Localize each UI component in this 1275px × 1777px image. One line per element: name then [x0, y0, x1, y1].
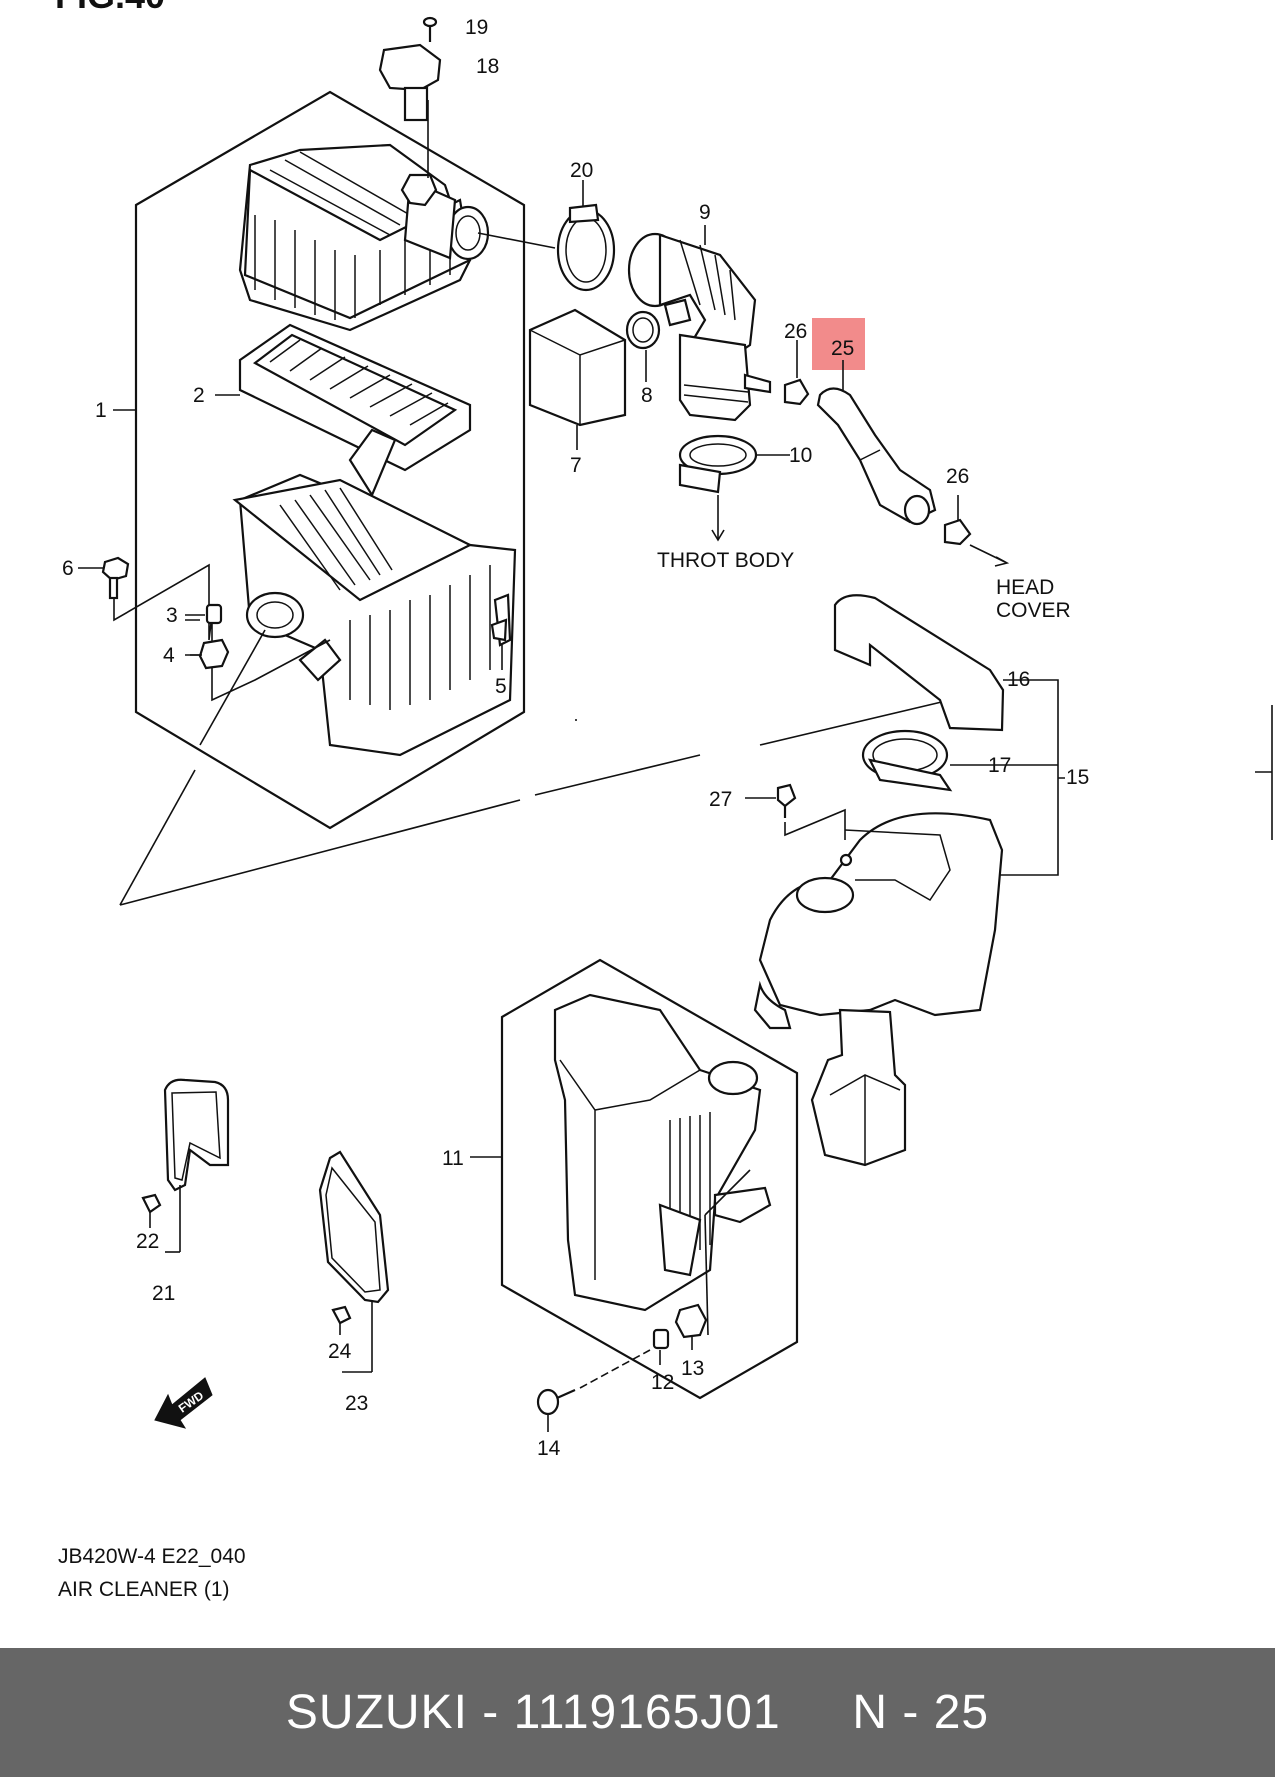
gasket-8: [625, 310, 661, 382]
clamp-20: [477, 180, 616, 292]
exploded-view: FIG.40: [55, 0, 1273, 1601]
callout-8: 8: [641, 384, 653, 407]
clip-26-upper: [783, 340, 810, 406]
callout-24: 24: [328, 1340, 352, 1363]
callout-3: 3: [166, 604, 178, 627]
collar-12: [652, 1328, 670, 1365]
screw-19: [422, 16, 438, 42]
callout-17: 17: [988, 754, 1011, 777]
filter-element-2: [238, 323, 472, 498]
callout-7: 7: [570, 454, 582, 477]
seal-23: [318, 1150, 390, 1373]
hose-25: [816, 387, 937, 526]
callout-4: 4: [163, 644, 175, 667]
pin-24: [331, 1305, 352, 1335]
cover-7: [528, 308, 627, 450]
note-head-cover-line1: HEAD: [996, 576, 1054, 599]
callout-11: 11: [442, 1147, 464, 1170]
part-number: 1119165J01: [513, 1686, 781, 1739]
callout-23: 23: [345, 1392, 368, 1415]
seal-21: [163, 1078, 230, 1253]
air-cleaner-upper-case: [238, 143, 490, 332]
clip-5: [490, 593, 512, 670]
grommet-4: [185, 638, 230, 670]
separator-2: -: [888, 1686, 934, 1739]
callout-2: 2: [193, 384, 205, 407]
assembly-11-frame: [500, 958, 799, 1400]
callout-9: 9: [699, 201, 711, 224]
ref-number: 25: [933, 1686, 990, 1739]
seal-17: [861, 729, 1030, 792]
callout-20: 20: [570, 159, 593, 182]
parts-diagram: FIG.40: [55, 0, 1273, 1601]
callout-26-upper: 26: [784, 320, 807, 343]
highlight-box-25: [812, 318, 865, 370]
note-throt-body: THROT BODY: [657, 549, 794, 572]
callout-16: 16: [1007, 668, 1030, 691]
callout-27: 27: [709, 788, 732, 811]
callout-22: 22: [136, 1230, 159, 1253]
callout-14: 14: [537, 1437, 561, 1460]
grommet-13: [674, 1303, 708, 1350]
fwd-arrow-icon: FWD: [154, 1377, 213, 1429]
callout-13: 13: [681, 1357, 704, 1380]
callout-25: 25: [831, 337, 854, 360]
duct-16: [833, 594, 1030, 732]
figure-caption: AIR CLEANER (1): [58, 1578, 230, 1601]
callout-19: 19: [465, 16, 488, 39]
callout-26-lower: 26: [946, 465, 969, 488]
callout-10: 10: [789, 444, 812, 467]
callout-18: 18: [476, 55, 499, 78]
pin-22: [141, 1193, 162, 1228]
lower-case-11: [553, 993, 772, 1336]
callout-15: 15: [1066, 766, 1089, 789]
clamp-10: [678, 434, 790, 542]
callout-12: 12: [651, 1371, 674, 1394]
callout-5: 5: [495, 675, 507, 698]
intake-hose-9: [627, 225, 772, 422]
callout-6: 6: [62, 557, 74, 580]
brand-name: SUZUKI: [285, 1686, 468, 1739]
callout-1: 1: [95, 399, 107, 422]
collar-3: [185, 603, 223, 625]
part-number-banner: SUZUKI - 1119165J01 N - 25: [0, 1648, 1275, 1777]
resonator-duct: [753, 812, 1004, 1167]
screw-27: [745, 783, 846, 840]
bolt-14: [536, 1349, 651, 1432]
ref-prefix: N: [852, 1686, 889, 1739]
separator-1: -: [467, 1686, 514, 1739]
air-cleaner-lower-case: [232, 473, 517, 757]
note-head-cover-line2: COVER: [996, 599, 1071, 622]
bolt-6: [78, 556, 130, 600]
figure-title-fragment: FIG.40: [55, 0, 165, 16]
clip-26-lower: [943, 495, 1010, 567]
assembly-1-frame: [134, 90, 526, 830]
gap: [781, 1685, 853, 1740]
callout-21: 21: [152, 1282, 175, 1305]
sensor-18: [378, 43, 442, 207]
figure-code: JB420W-4 E22_040: [58, 1545, 246, 1568]
